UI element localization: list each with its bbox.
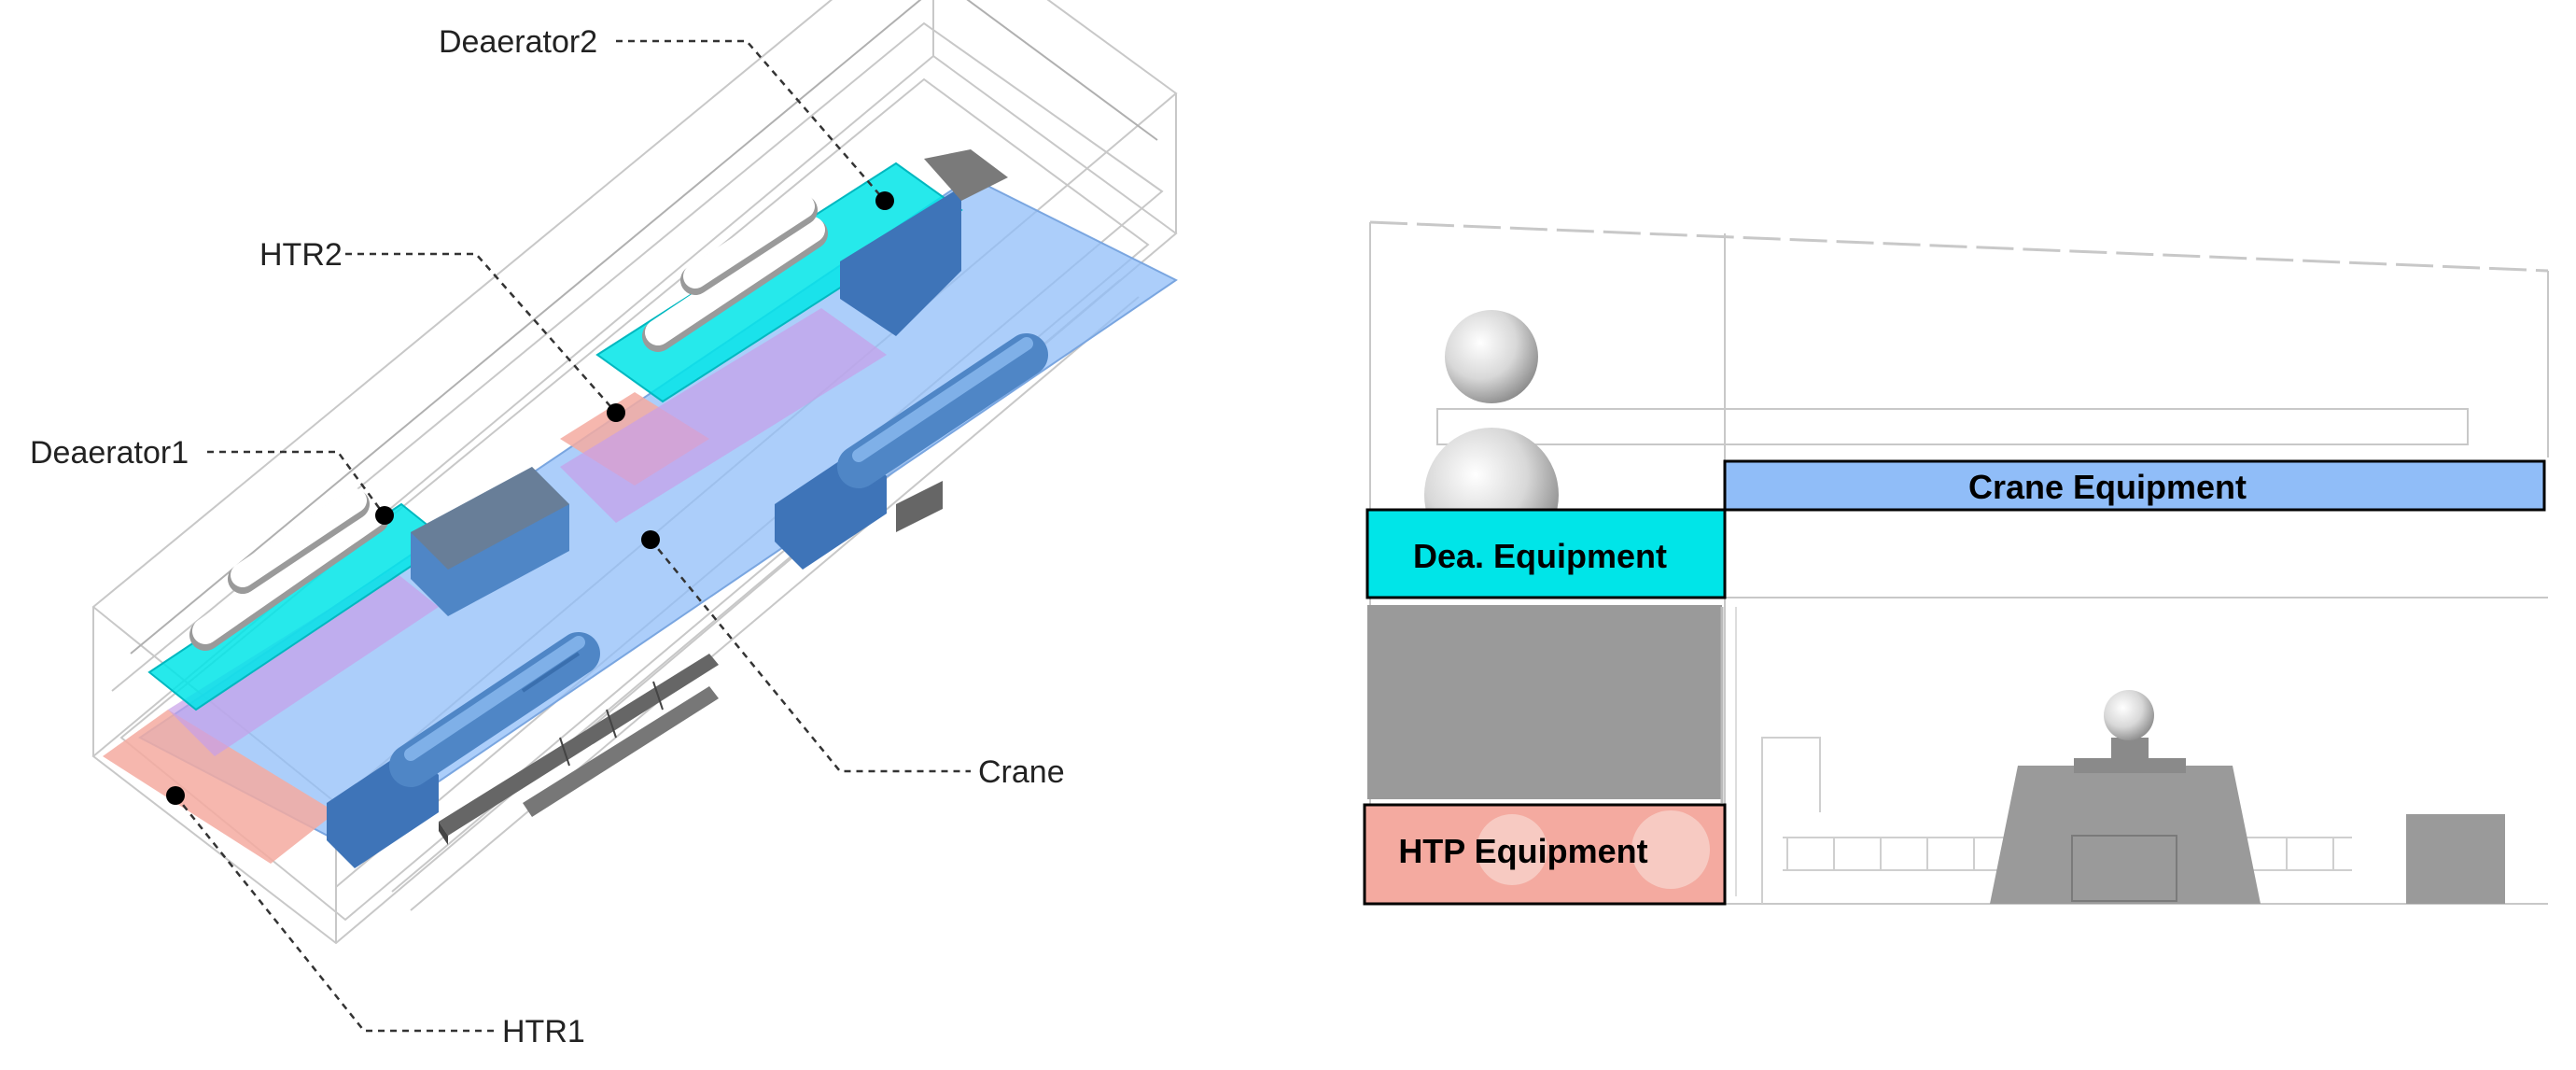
callout-deaerator1: Deaerator1 — [30, 435, 394, 525]
central-sphere — [2104, 690, 2154, 740]
htr2-purple-block — [560, 308, 887, 523]
htp-sphere-right — [1631, 810, 1710, 889]
duct-segments — [439, 654, 719, 845]
htr1-zone — [103, 710, 336, 864]
htr1-purple-block — [168, 570, 439, 756]
equipment-block-b-top — [924, 149, 1008, 201]
crane-rail — [1436, 408, 2469, 445]
htp-sphere-left — [1477, 814, 1547, 885]
callout-deaerator2: Deaerator2 — [439, 24, 894, 210]
label-htr1: HTR1 — [502, 1014, 585, 1049]
htp-equipment-label: HTP Equipment — [1398, 832, 1647, 870]
deaerator1-tank — [189, 488, 389, 651]
deaerator2-tank — [642, 194, 828, 352]
crane-equipment-label: Crane Equipment — [1968, 468, 2247, 506]
crane-equipment-box — [1723, 459, 2546, 512]
callout-htr2: HTR2 — [259, 237, 625, 422]
isometric-view: Deaerator2 HTR2 Deaerator1 Crane HTR1 — [30, 0, 1178, 1049]
right-small-block — [2406, 814, 2505, 904]
callout-htr1: HTR1 — [166, 786, 585, 1049]
dea-equipment-label: Dea. Equipment — [1413, 537, 1667, 575]
callout-crane: Crane — [641, 530, 1065, 790]
label-deaerator2: Deaerator2 — [439, 24, 597, 60]
label-htr2: HTR2 — [259, 237, 343, 273]
turbine-lower — [327, 632, 600, 868]
label-deaerator1: Deaerator1 — [30, 435, 189, 471]
roof-line — [1369, 220, 2549, 273]
label-crane: Crane — [978, 754, 1065, 790]
equipment-block-b — [840, 187, 961, 336]
crane-zone — [138, 176, 1178, 847]
gray-room — [1367, 605, 1722, 799]
side-view: HTP Equipment Dea. Equipment Crane Equip… — [1363, 220, 2549, 906]
dea-equipment-box — [1365, 508, 1727, 599]
equipment-block-a-top — [411, 467, 569, 570]
small-gray-block — [896, 481, 943, 532]
turbine-upper — [775, 333, 1048, 570]
dea-sphere-top — [1445, 310, 1538, 403]
